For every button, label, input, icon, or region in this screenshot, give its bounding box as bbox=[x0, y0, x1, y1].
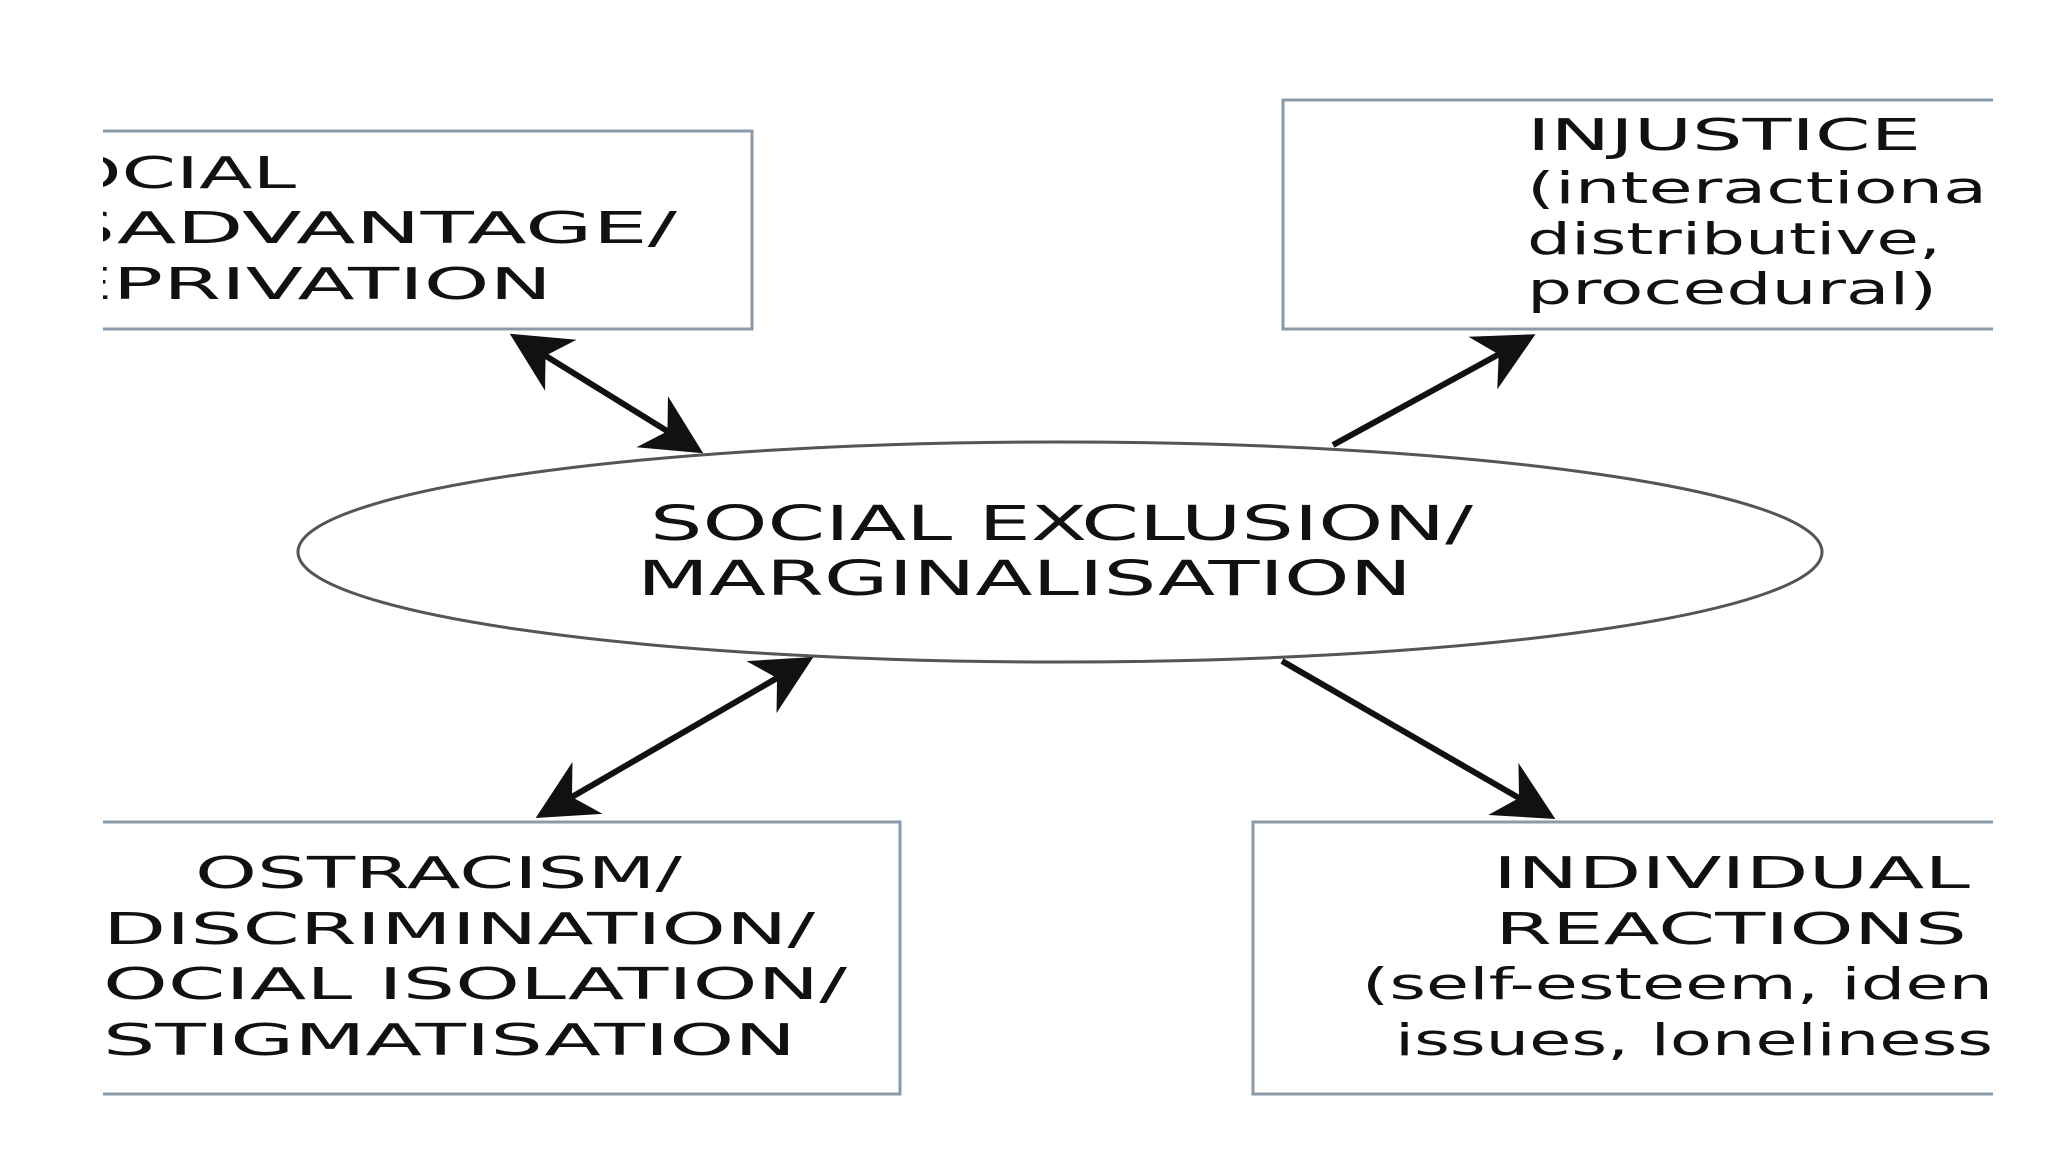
box-injustice: INJUSTICE (interactional distributive, p… bbox=[1281, 98, 2007, 331]
box-ostracism-line-2: DISCRIMINATION/ bbox=[103, 904, 815, 955]
box-social-disadvantage-line-3: EPRIVATION bbox=[60, 259, 552, 310]
box-ostracism-line-1: OSTRACISM/ bbox=[195, 848, 682, 899]
center-line-2: MARGINALISATION bbox=[637, 551, 1412, 607]
box-individual-reactions-line-2: REACTIONS bbox=[1495, 904, 1967, 955]
arrow-disadvantage-exclusion bbox=[509, 333, 704, 454]
box-individual-reactions: INDIVIDUAL REACTIONS (self-esteem, iden … bbox=[1251, 820, 1993, 1096]
box-ostracism-line-3: OCIAL ISOLATION/ bbox=[103, 959, 847, 1010]
box-individual-reactions-line-1: INDIVIDUAL bbox=[1493, 848, 1971, 899]
box-individual-reactions-line-3: (self-esteem, iden bbox=[1362, 959, 1993, 1010]
box-individual-reactions-line-4: issues, loneliness bbox=[1395, 1015, 1993, 1066]
box-social-disadvantage-line-1: OCIAL bbox=[60, 148, 297, 199]
center-line-1: SOCIAL EXCLUSION/ bbox=[650, 496, 1474, 552]
box-ostracism: OSTRACISM/ DISCRIMINATION/ OCIAL ISOLATI… bbox=[103, 820, 902, 1096]
box-injustice-line-1: INJUSTICE bbox=[1527, 110, 1921, 161]
box-social-disadvantage-line-2: SADVANTAGE/ bbox=[60, 203, 677, 254]
arrow-exclusion-injustice bbox=[1331, 334, 1536, 448]
arrow-exclusion-reactions bbox=[1280, 658, 1556, 820]
arrow-ostracism-exclusion bbox=[535, 656, 814, 819]
center-social-exclusion: SOCIAL EXCLUSION/ MARGINALISATION bbox=[296, 440, 1824, 664]
box-social-disadvantage: OCIAL SADVANTAGE/ EPRIVATION bbox=[60, 129, 754, 331]
box-ostracism-line-4: STIGMATISATION bbox=[103, 1015, 796, 1066]
box-injustice-line-4: procedural) bbox=[1527, 264, 1937, 315]
box-injustice-line-2: (interactional bbox=[1527, 163, 2007, 214]
box-injustice-line-3: distributive, bbox=[1527, 214, 1941, 265]
